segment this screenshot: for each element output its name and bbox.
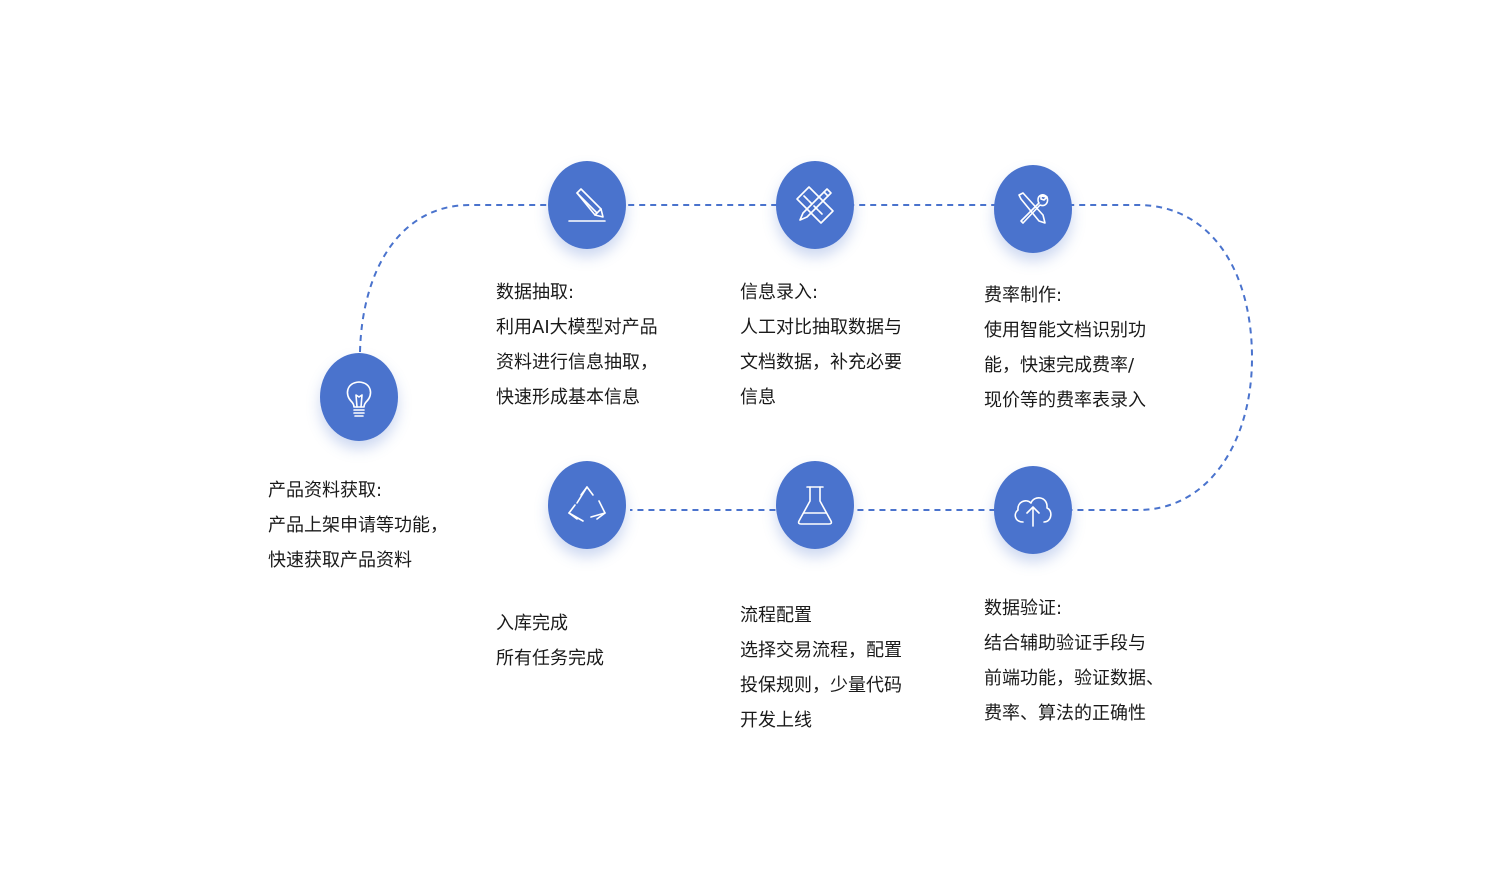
step-line: 费率、算法的正确性 bbox=[984, 703, 1146, 724]
step-done-text: 入库完成 所有任务完成 bbox=[496, 606, 696, 676]
step-line: 使用智能文档识别功 bbox=[984, 320, 1146, 341]
step-title: 数据抽取: bbox=[496, 282, 575, 303]
lightbulb-icon bbox=[346, 381, 372, 417]
step-config-text: 流程配置 选择交易流程，配置 投保规则，少量代码 开发上线 bbox=[740, 598, 940, 738]
pencil-ruler-icon bbox=[796, 186, 834, 224]
step-line: 开发上线 bbox=[740, 710, 812, 731]
step-entry-text: 信息录入: 人工对比抽取数据与 文档数据，补充必要 信息 bbox=[740, 275, 940, 415]
step-line: 选择交易流程，配置 bbox=[740, 640, 902, 661]
step-line: 结合辅助验证手段与 bbox=[984, 633, 1146, 654]
node-entry bbox=[776, 161, 854, 249]
step-title: 信息录入: bbox=[740, 282, 819, 303]
step-line: 投保规则，少量代码 bbox=[740, 675, 902, 696]
step-line: 快速获取产品资料 bbox=[268, 550, 412, 571]
recycle-icon bbox=[568, 486, 606, 522]
step-line: 现价等的费率表录入 bbox=[984, 390, 1146, 411]
node-verify bbox=[994, 466, 1072, 554]
pencil-icon bbox=[568, 188, 606, 222]
step-line: 利用AI大模型对产品 bbox=[496, 317, 658, 338]
node-extract bbox=[548, 161, 626, 249]
step-acquire-text: 产品资料获取: 产品上架申请等功能， 快速获取产品资料 bbox=[268, 473, 468, 578]
node-rate bbox=[994, 165, 1072, 253]
step-verify-text: 数据验证: 结合辅助验证手段与 前端功能，验证数据、 费率、算法的正确性 bbox=[984, 591, 1184, 731]
node-acquire bbox=[320, 353, 398, 441]
flask-icon bbox=[797, 486, 833, 525]
step-title: 数据验证: bbox=[984, 598, 1063, 619]
step-line: 快速形成基本信息 bbox=[496, 387, 640, 408]
node-config bbox=[776, 461, 854, 549]
step-line: 人工对比抽取数据与 bbox=[740, 317, 902, 338]
step-line: 资料进行信息抽取， bbox=[496, 352, 658, 373]
node-done bbox=[548, 461, 626, 549]
cloud-upload-icon bbox=[1014, 497, 1052, 527]
step-title: 入库完成 bbox=[496, 613, 568, 634]
step-line: 能，快速完成费率/ bbox=[984, 355, 1135, 376]
step-line: 前端功能，验证数据、 bbox=[984, 668, 1164, 689]
step-title: 流程配置 bbox=[740, 605, 812, 626]
step-rate-text: 费率制作: 使用智能文档识别功 能，快速完成费率/ 现价等的费率表录入 bbox=[984, 278, 1184, 418]
step-line: 产品上架申请等功能， bbox=[268, 515, 448, 536]
step-extract-text: 数据抽取: 利用AI大模型对产品 资料进行信息抽取， 快速形成基本信息 bbox=[496, 275, 696, 415]
tools-icon bbox=[1018, 192, 1049, 224]
step-line: 文档数据，补充必要 bbox=[740, 352, 902, 373]
step-line: 信息 bbox=[740, 387, 776, 408]
step-title: 产品资料获取: bbox=[268, 480, 383, 501]
step-line: 所有任务完成 bbox=[496, 648, 604, 669]
step-title: 费率制作: bbox=[984, 285, 1063, 306]
